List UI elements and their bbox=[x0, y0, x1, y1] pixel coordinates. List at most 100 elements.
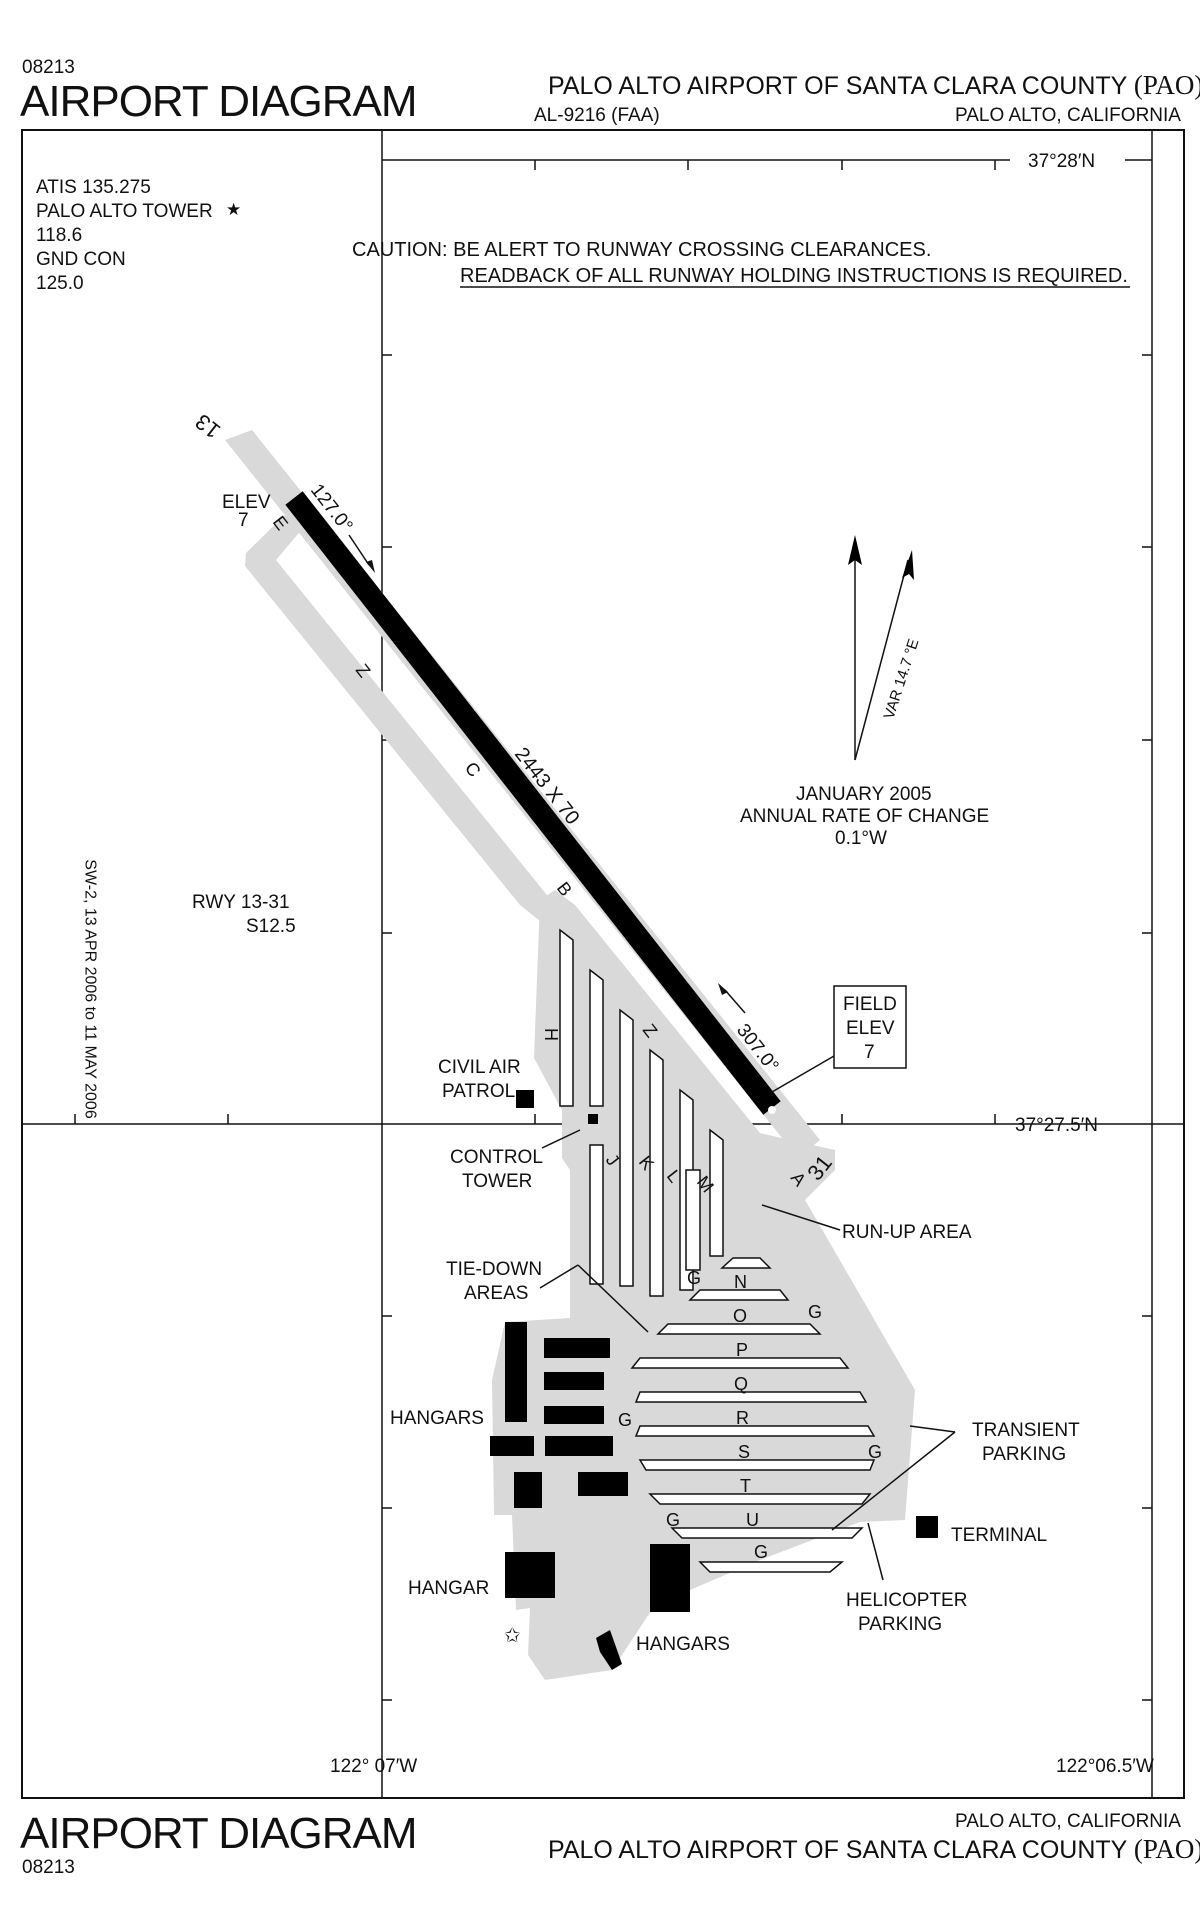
arrow-307-icon bbox=[718, 983, 728, 995]
magnetic-rate-value: 0.1°W bbox=[835, 828, 887, 849]
grid-ticks bbox=[74, 159, 1152, 1701]
beacon-icon: ✩ bbox=[504, 1625, 521, 1647]
tie-down-label-2: AREAS bbox=[464, 1283, 528, 1304]
longitude-07-label: 122° 07′W bbox=[330, 1756, 417, 1777]
hangar-label: HANGAR bbox=[408, 1578, 489, 1599]
ground-label: GND CON bbox=[36, 249, 126, 270]
caution-line-1: CAUTION: BE ALERT TO RUNWAY CROSSING CLE… bbox=[352, 239, 931, 261]
al-number: AL-9216 (FAA) bbox=[534, 105, 660, 126]
tower-star-icon: ★ bbox=[226, 200, 241, 219]
taxiway-g-2: G bbox=[808, 1302, 822, 1322]
magnetic-date: JANUARY 2005 bbox=[796, 784, 932, 805]
page-title: AIRPORT DIAGRAM bbox=[20, 77, 418, 126]
parking-row-n: N bbox=[734, 1272, 747, 1292]
latitude-27-5-label: 37°27.5′N bbox=[1015, 1115, 1098, 1136]
buildings bbox=[490, 1090, 938, 1670]
footer-chart-number: 08213 bbox=[22, 1857, 75, 1878]
civil-air-patrol-building bbox=[516, 1090, 534, 1108]
magnetic-rate-label: ANNUAL RATE OF CHANGE bbox=[740, 806, 989, 827]
hangars-left-label: HANGARS bbox=[390, 1408, 484, 1429]
hangar-building bbox=[505, 1552, 555, 1598]
chart-frame bbox=[21, 129, 1185, 1799]
hangar-building bbox=[514, 1472, 542, 1508]
terminal-building bbox=[916, 1516, 938, 1538]
field-elev-leader bbox=[771, 1055, 835, 1093]
footer-airport-name: PALO ALTO AIRPORT OF SANTA CLARA COUNTY … bbox=[548, 1836, 1200, 1863]
hangar-building bbox=[505, 1322, 527, 1422]
control-tower-building bbox=[588, 1114, 598, 1124]
parking-row-u: U bbox=[746, 1510, 759, 1530]
atis-frequency: ATIS 135.275 bbox=[36, 177, 151, 198]
caution-line-2: READBACK OF ALL RUNWAY HOLDING INSTRUCTI… bbox=[460, 265, 1128, 287]
hangar-building bbox=[544, 1338, 610, 1358]
runway-end-13: 13 bbox=[190, 409, 225, 444]
parking-row-q: Q bbox=[734, 1374, 748, 1394]
magnetic-north-icon bbox=[902, 550, 914, 580]
runway-elev-value: 7 bbox=[238, 510, 249, 531]
airport-id: (PAO) bbox=[1133, 70, 1200, 100]
parking-rows bbox=[630, 1257, 876, 1573]
footer-airport-id: (PAO) bbox=[1133, 1834, 1200, 1864]
runway-end-light bbox=[768, 1106, 776, 1114]
control-tower-label-2: TOWER bbox=[462, 1171, 532, 1192]
airport-name-text: PALO ALTO AIRPORT OF SANTA CLARA COUNTY bbox=[548, 72, 1127, 100]
hangar-building bbox=[490, 1436, 534, 1456]
footer-location: PALO ALTO, CALIFORNIA bbox=[955, 1811, 1181, 1832]
leader-lines bbox=[348, 534, 956, 1581]
civil-air-patrol-label-2: PATROL bbox=[442, 1081, 515, 1102]
taxiway-g-3: G bbox=[618, 1410, 632, 1430]
parking-row-p: P bbox=[736, 1340, 748, 1360]
hangar-building bbox=[545, 1436, 613, 1456]
latitude-28-label: 37°28′N bbox=[1028, 151, 1095, 172]
parking-row-s: S bbox=[738, 1442, 750, 1462]
hangars-bottom-label: HANGARS bbox=[636, 1634, 730, 1655]
taxiway-z-pavement bbox=[245, 508, 560, 925]
run-up-area-label: RUN-UP AREA bbox=[842, 1222, 972, 1243]
hangar-building bbox=[578, 1472, 628, 1496]
field-elev-line-2: ELEV bbox=[846, 1018, 895, 1039]
taxiway-g-5: G bbox=[666, 1510, 680, 1530]
helicopter-parking-label-2: PARKING bbox=[858, 1614, 942, 1635]
parking-row-t: T bbox=[740, 1476, 751, 1496]
taxiway-g-1: G bbox=[687, 1268, 701, 1288]
terminal-label: TERMINAL bbox=[951, 1525, 1047, 1546]
runway-strength: S12.5 bbox=[246, 916, 296, 937]
hangar-building bbox=[544, 1406, 604, 1424]
tie-down-label-1: TIE-DOWN bbox=[446, 1259, 542, 1280]
parking-row-o: O bbox=[733, 1306, 747, 1326]
hangar-building bbox=[650, 1544, 690, 1612]
field-elev-line-1: FIELD bbox=[843, 994, 897, 1015]
runway-13-31 bbox=[285, 491, 781, 1115]
footer-title: AIRPORT DIAGRAM bbox=[20, 1809, 418, 1858]
arrow-127-icon bbox=[366, 560, 375, 573]
chart-number: 08213 bbox=[22, 57, 75, 78]
tower-label: PALO ALTO TOWER bbox=[36, 201, 213, 222]
control-tower-label-1: CONTROL bbox=[450, 1147, 543, 1168]
transient-parking-label-2: PARKING bbox=[982, 1444, 1066, 1465]
taxiway-c: C bbox=[461, 758, 485, 781]
ground-frequency: 125.0 bbox=[36, 273, 84, 294]
parking-row-r: R bbox=[736, 1408, 749, 1428]
taxiway-g-6: G bbox=[754, 1542, 768, 1562]
runway-designation: RWY 13-31 bbox=[192, 892, 290, 913]
taxiway-h: H bbox=[541, 1028, 561, 1041]
tie-down-rows bbox=[559, 928, 724, 1297]
field-elev-value: 7 bbox=[864, 1042, 875, 1063]
civil-air-patrol-label-1: CIVIL AIR bbox=[438, 1057, 521, 1078]
footer-airport-name-text: PALO ALTO AIRPORT OF SANTA CLARA COUNTY bbox=[548, 1836, 1127, 1864]
airport-name: PALO ALTO AIRPORT OF SANTA CLARA COUNTY … bbox=[548, 72, 1200, 99]
transient-parking-label-1: TRANSIENT bbox=[972, 1420, 1080, 1441]
field-elev-box bbox=[833, 985, 907, 1069]
taxiway-g-4: G bbox=[868, 1442, 882, 1462]
airport-location: PALO ALTO, CALIFORNIA bbox=[955, 105, 1181, 126]
helicopter-parking-label-1: HELICOPTER bbox=[846, 1590, 967, 1611]
longitude-06-5-label: 122°06.5′W bbox=[1056, 1756, 1154, 1777]
magnetic-variation: VAR 14.7 °E bbox=[881, 637, 923, 721]
north-arrows bbox=[848, 535, 914, 761]
hangar-building bbox=[544, 1372, 604, 1390]
runway-elev-label: ELEV bbox=[222, 492, 271, 513]
tower-frequency: 118.6 bbox=[36, 225, 82, 246]
true-north-icon bbox=[848, 535, 862, 565]
hangar-building bbox=[596, 1630, 622, 1670]
